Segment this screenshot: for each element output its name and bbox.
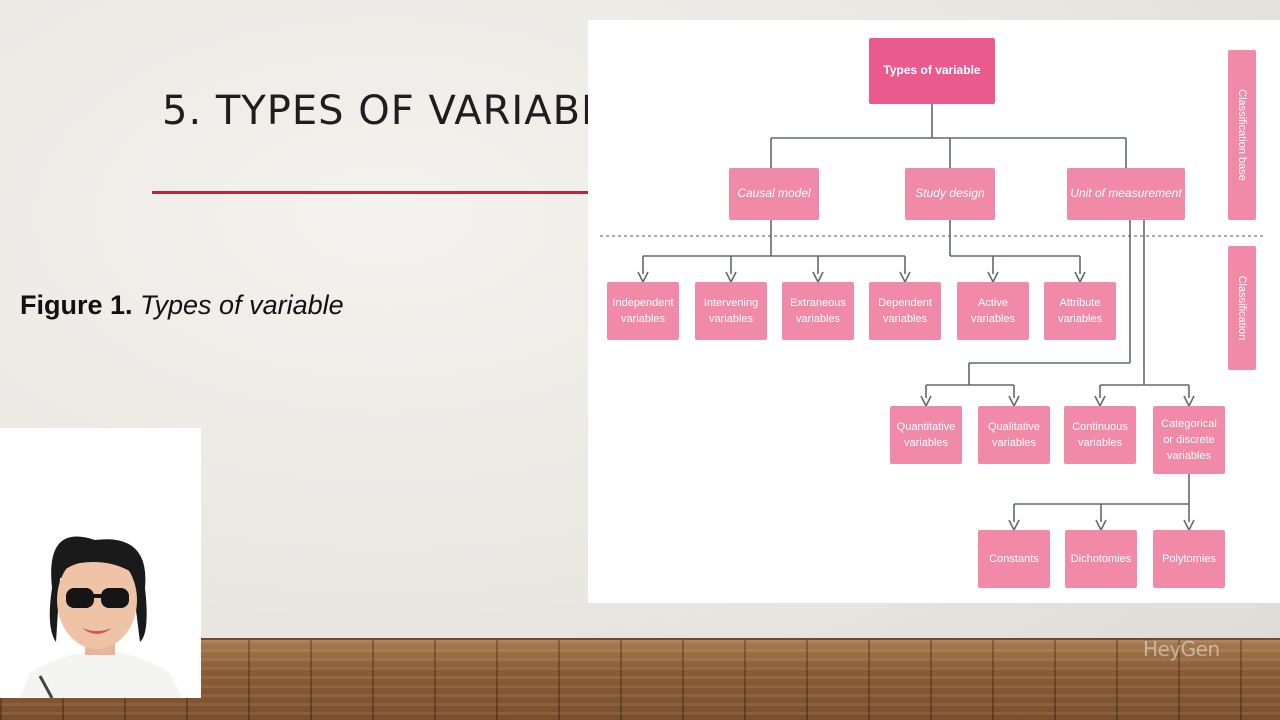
- node-label: Constants: [989, 553, 1039, 565]
- node-label: Continuous: [1072, 421, 1128, 433]
- node-root: [869, 38, 995, 104]
- node-label: variables: [709, 313, 754, 325]
- node-causal-child: [695, 282, 767, 340]
- node-label: Active: [978, 297, 1008, 309]
- node-measurement-child: [978, 406, 1050, 464]
- node-label: Dependent: [878, 297, 932, 309]
- node-label: Polytomies: [1162, 553, 1216, 565]
- figure-caption: Figure 1. Types of variable: [20, 290, 344, 321]
- node-label: Qualitative: [988, 421, 1040, 433]
- node-label: Attribute: [1060, 297, 1101, 309]
- presenter-avatar-icon: [0, 428, 201, 698]
- node-categorical: [1153, 406, 1225, 474]
- wooden-floor: [0, 640, 1280, 720]
- node-categorical-child: [1065, 530, 1137, 588]
- node-label: Quantitative: [897, 421, 956, 433]
- slide-title: 5. TYPES OF VARIABLE: [162, 88, 631, 134]
- caption-text: Types of variable: [132, 290, 344, 320]
- node-label: Extraneous: [790, 297, 846, 309]
- node-causal-child: [607, 282, 679, 340]
- node-label: Dichotomies: [1071, 553, 1132, 565]
- node-label: Categorical: [1161, 418, 1217, 430]
- node-label: Types of variable: [883, 63, 980, 77]
- title-underline: [152, 191, 592, 194]
- node-causal-child: [869, 282, 941, 340]
- node-label: Intervening: [704, 297, 758, 309]
- node-label: variables: [796, 313, 841, 325]
- node-label: Causal model: [737, 186, 811, 200]
- presenter-video: [0, 428, 201, 698]
- node-measurement-child: [890, 406, 962, 464]
- node-label: variables: [1058, 313, 1103, 325]
- node-label: or discrete: [1163, 434, 1214, 446]
- node-causal-model: [729, 168, 819, 220]
- node-label: variables: [621, 313, 666, 325]
- node-categorical-child: [978, 530, 1050, 588]
- side-label-classification: Classification: [1236, 276, 1248, 341]
- node-categorical-child: [1153, 530, 1225, 588]
- node-study-design: [905, 168, 995, 220]
- node-design-child: [957, 282, 1029, 340]
- side-bar-classification-base: [1228, 50, 1256, 220]
- node-unit-of-measurement: [1067, 168, 1185, 220]
- node-label: Unit of measurement: [1070, 186, 1182, 200]
- node-label: variables: [1078, 437, 1123, 449]
- node-label: variables: [1167, 450, 1212, 462]
- node-label: variables: [992, 437, 1037, 449]
- side-bar-classification: [1228, 246, 1256, 370]
- node-measurement-child: [1064, 406, 1136, 464]
- node-causal-child: [782, 282, 854, 340]
- node-label: variables: [971, 313, 1016, 325]
- node-label: variables: [883, 313, 928, 325]
- side-label-classification-base: Classification base: [1236, 89, 1248, 181]
- caption-lead: Figure 1.: [20, 290, 133, 320]
- node-label: Study design: [915, 186, 985, 200]
- floor-edge: [0, 638, 1280, 641]
- node-design-child: [1044, 282, 1116, 340]
- node-label: Independent: [612, 297, 673, 309]
- node-label: variables: [904, 437, 949, 449]
- heygen-watermark: HeyGen: [1143, 637, 1220, 661]
